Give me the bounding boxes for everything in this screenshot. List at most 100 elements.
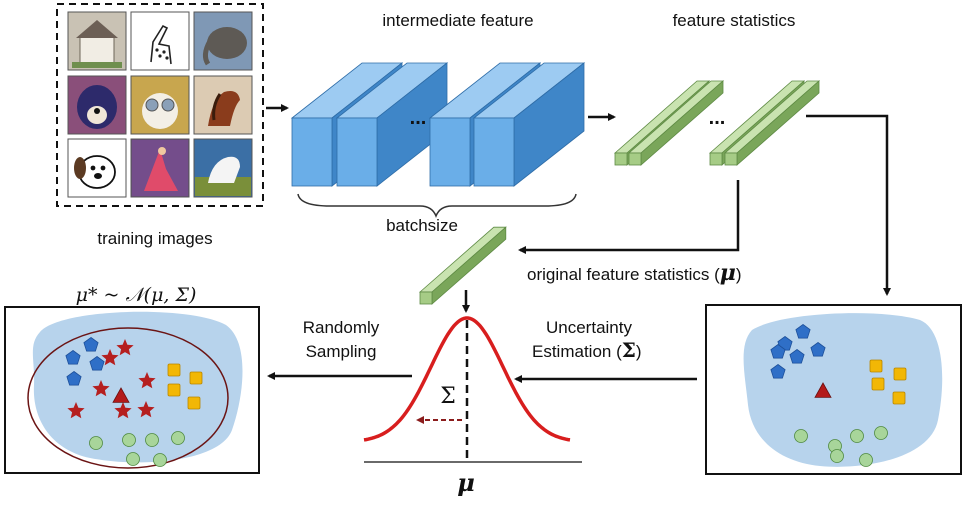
dancer-dress [144, 149, 178, 191]
victorian-house-icon [67, 11, 127, 71]
dog-muzzle [87, 106, 107, 124]
statistic-bar-front [724, 152, 738, 166]
cartoon-dog-icon [67, 138, 127, 198]
giraffe-spot [162, 50, 166, 54]
sampled-panel [4, 306, 260, 474]
star-point [67, 402, 85, 419]
painted-horse-icon [193, 75, 253, 135]
feature-ellipsis: ... [410, 107, 427, 129]
square-point [167, 383, 181, 397]
star-point [116, 339, 134, 356]
mu-axis-label: μ [457, 468, 475, 497]
statistic-bar-top [723, 80, 821, 154]
batchsize-label: batchsize [386, 216, 458, 235]
pentagon-point [89, 356, 105, 371]
square-point [869, 359, 883, 373]
pentagon-point [810, 342, 826, 357]
circle-point [153, 453, 167, 467]
estimation-label: Estimation (Σ) [532, 338, 642, 362]
circle-point [171, 431, 185, 445]
statistic-bar-front [709, 152, 723, 166]
feature-block-front [291, 117, 333, 187]
star-point [137, 401, 155, 418]
white-horse-body [208, 156, 240, 183]
elephant-body [207, 27, 247, 59]
intermediate-feature-blocks [290, 62, 586, 187]
circle-point [122, 433, 136, 447]
original-points [770, 324, 907, 467]
square-point [189, 371, 203, 385]
goggle-left [145, 98, 159, 112]
goggle-right [161, 98, 175, 112]
giraffe-outline [150, 24, 172, 65]
triangle-point [112, 387, 130, 403]
sampled-mu-formula: μ* ~ 𝒩(μ, Σ) [76, 284, 197, 306]
dog-nose [94, 108, 100, 114]
square-point [892, 391, 906, 405]
statistics-ellipsis: ... [709, 107, 726, 129]
horse-mane [212, 93, 222, 121]
feature-block [472, 62, 586, 187]
original-statistic-top [418, 226, 507, 293]
feature-block-front [429, 117, 471, 187]
dancer-painting-icon [130, 138, 190, 198]
star-point [114, 402, 132, 419]
star-point [138, 372, 156, 389]
house-roof [76, 20, 118, 38]
circle-point [859, 453, 873, 467]
training-images-panel [56, 3, 264, 207]
house-body [79, 35, 115, 65]
original-statistic-bar [418, 226, 507, 305]
star-point [92, 380, 110, 397]
star-point [101, 349, 119, 366]
square-point [167, 363, 181, 377]
training-images-label: training images [97, 229, 212, 248]
pentagon-point [66, 371, 82, 386]
pentagon-point [65, 350, 81, 365]
cartoon-dog-nose [94, 173, 102, 179]
giraffe-spot [158, 54, 162, 58]
cat-head [142, 93, 178, 129]
sigma-symbol: Σ [440, 384, 456, 409]
feature-block [335, 62, 449, 187]
circle-point [850, 429, 864, 443]
arrow-statistics-to-uncertainty [806, 114, 891, 296]
horse-head [208, 91, 240, 126]
sampling-label: Sampling [306, 342, 377, 361]
statistic-bar [627, 80, 725, 166]
giraffe-spot [165, 56, 169, 60]
feature-statistics-bars [613, 80, 821, 166]
circle-point [145, 433, 159, 447]
original-statistic [418, 226, 507, 305]
white-horse-icon [193, 138, 253, 198]
triangle-point [814, 382, 832, 398]
intermediate-feature-label: intermediate feature [382, 11, 533, 30]
pentagon-point [770, 364, 786, 379]
pentagon-point [770, 344, 786, 359]
feature-block-front [473, 117, 515, 187]
original-feature-statistics-label: original feature statistics (μ) [527, 260, 742, 286]
square-point [187, 396, 201, 410]
batchsize-brace [297, 193, 577, 219]
elephant-icon [193, 11, 253, 71]
square-point [893, 367, 907, 381]
original-statistic-front [419, 291, 433, 305]
feature-block-front [336, 117, 378, 187]
giraffe-sketch-icon [130, 11, 190, 71]
house-lawn [72, 62, 122, 68]
sampled-ellipse [27, 327, 229, 469]
arrow-statistics-to-original [518, 180, 740, 254]
randomly-label: Randomly [303, 318, 380, 337]
original-blob [743, 313, 943, 467]
circle-point [874, 426, 888, 440]
pentagon-point [83, 337, 99, 352]
gaussian-distribution: Σ μ [363, 316, 582, 497]
gaussian-curve [363, 316, 571, 442]
uncertainty-label: Uncertainty [546, 318, 632, 337]
cartoon-dog-ear [74, 157, 86, 179]
sampled-blob [32, 311, 243, 463]
statistic-bar [723, 80, 821, 166]
circle-point [126, 452, 140, 466]
painted-dog-icon [67, 75, 127, 135]
original-statistic-side [431, 226, 507, 305]
